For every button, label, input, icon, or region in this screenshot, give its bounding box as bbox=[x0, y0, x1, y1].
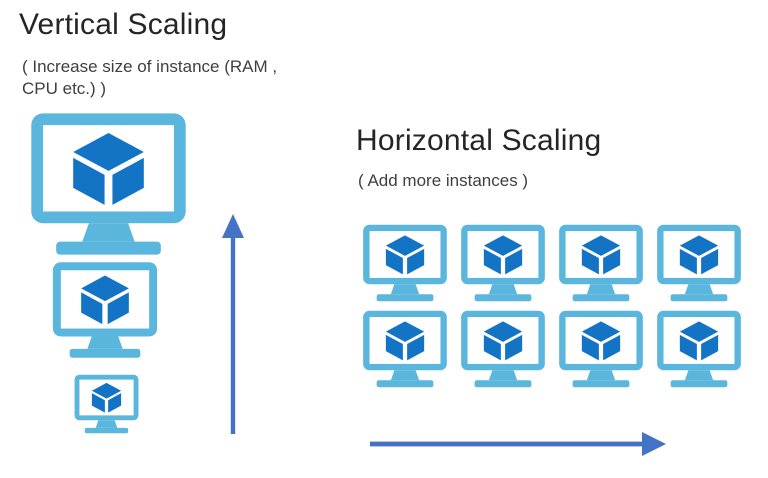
vm-instance-icon bbox=[74, 374, 139, 434]
vm-instance-icon bbox=[558, 310, 644, 388]
vm-monitor-medium bbox=[52, 261, 158, 359]
vertical-scaling-subtitle-line1: ( Increase size of instance (RAM , bbox=[22, 57, 278, 76]
vm-instance-icon bbox=[558, 224, 644, 302]
vm-instance-icon bbox=[656, 310, 742, 388]
horizontal-scaling-subtitle: ( Add more instances ) bbox=[358, 171, 529, 190]
vm-instance-icon bbox=[656, 224, 742, 302]
up-arrow-icon bbox=[222, 214, 244, 434]
vm-instance-icon bbox=[362, 310, 448, 388]
vertical-scaling-subtitle-line2: CPU etc.) ) bbox=[22, 79, 107, 98]
vm-grid-row-2 bbox=[362, 310, 742, 388]
vm-grid-row-1 bbox=[362, 224, 742, 302]
right-arrow-icon bbox=[370, 432, 666, 456]
horizontal-monitor-grid bbox=[362, 224, 742, 388]
horizontal-scaling-title: Horizontal Scaling bbox=[356, 124, 602, 157]
vm-monitor-small bbox=[74, 374, 139, 434]
vertical-scaling-subtitle: ( Increase size of instance (RAM , CPU e… bbox=[22, 56, 277, 100]
vm-instance-icon bbox=[52, 261, 158, 359]
vm-instance-icon bbox=[460, 310, 546, 388]
vm-instance-icon bbox=[460, 224, 546, 302]
vm-monitor-large bbox=[30, 112, 187, 256]
vm-instance-icon bbox=[362, 224, 448, 302]
vertical-scaling-title: Vertical Scaling bbox=[19, 8, 228, 41]
vm-instance-icon bbox=[30, 112, 187, 256]
